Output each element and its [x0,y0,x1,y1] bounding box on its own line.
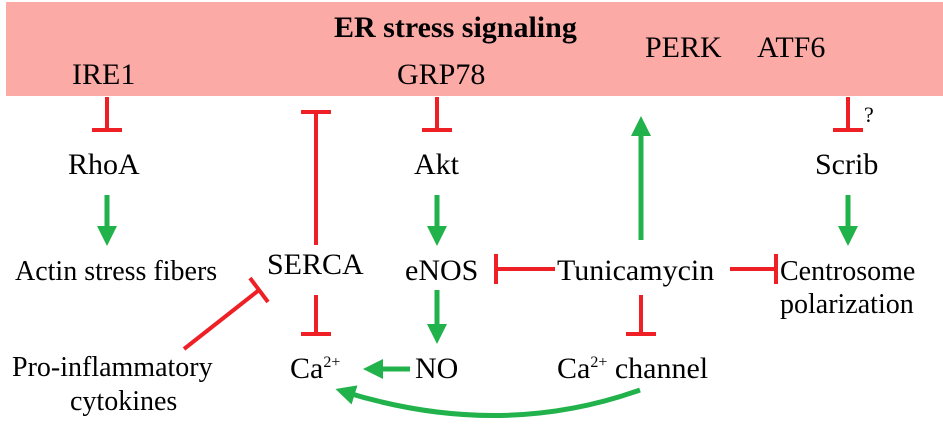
node-tunicamycin: Tunicamycin [557,254,715,287]
diagram-title: ER stress signaling [334,11,577,44]
edge-proinflammatory-inhibits-serca [182,276,270,351]
node-no: NO [415,352,459,385]
edge-calcium-channel-activates-calcium [335,385,641,418]
uncertain-mark: ? [864,102,874,127]
edge-tunicamycin-inhibits-enos [494,254,555,284]
edge-ire1-inhibits-rhoa [92,97,122,132]
node-centrosome-line2: polarization [780,289,914,320]
edge-grp78-inhibits-akt [422,97,452,132]
node-calcium: Ca2+ [290,352,341,385]
edge-serca-inhibits-calcium [301,295,331,336]
node-enos: eNOS [405,254,479,287]
node-perk: PERK [645,31,722,64]
node-scrib: Scrib [815,148,879,181]
node-ire1: IRE1 [72,58,136,91]
node-akt: Akt [414,148,459,181]
node-actin-stress-fibers: Actin stress fibers [15,256,218,287]
er-stress-header-band [6,2,943,96]
edge-tunicamycin-inhibits-calcium-channel [626,295,656,336]
node-proinflammatory-line2: cytokines [70,386,178,417]
node-rhoa: RhoA [68,148,140,181]
node-centrosome-line1: Centrosome [780,256,916,287]
node-calcium-channel: Ca2+ channel [557,352,709,385]
edge-tunicamycin-inhibits-centrosome [730,254,778,284]
node-grp78: GRP78 [397,58,486,91]
edge-atf6-inhibits-scrib [833,97,863,132]
node-serca: SERCA [267,248,364,281]
node-proinflammatory-line1: Pro-inflammatory [12,352,213,383]
edge-serca-inhibits-er-stress [301,110,331,245]
node-atf6: ATF6 [757,31,826,64]
